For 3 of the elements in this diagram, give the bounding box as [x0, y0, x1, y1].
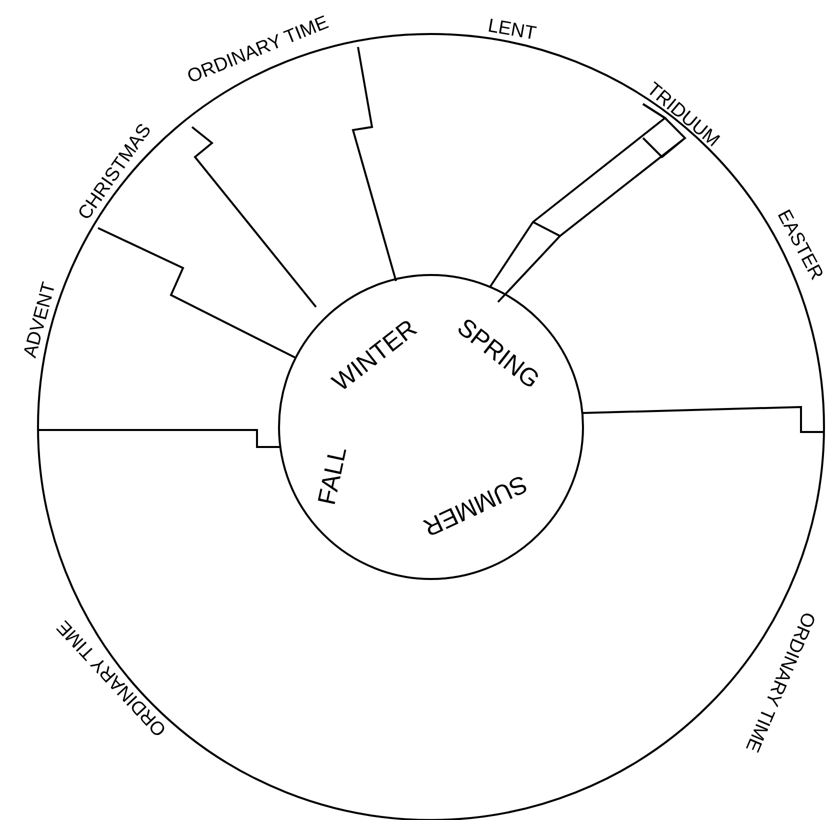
season-label: FALL: [314, 444, 352, 508]
season-label: LENT: [486, 16, 538, 44]
season-label: ADVENT: [20, 280, 60, 360]
